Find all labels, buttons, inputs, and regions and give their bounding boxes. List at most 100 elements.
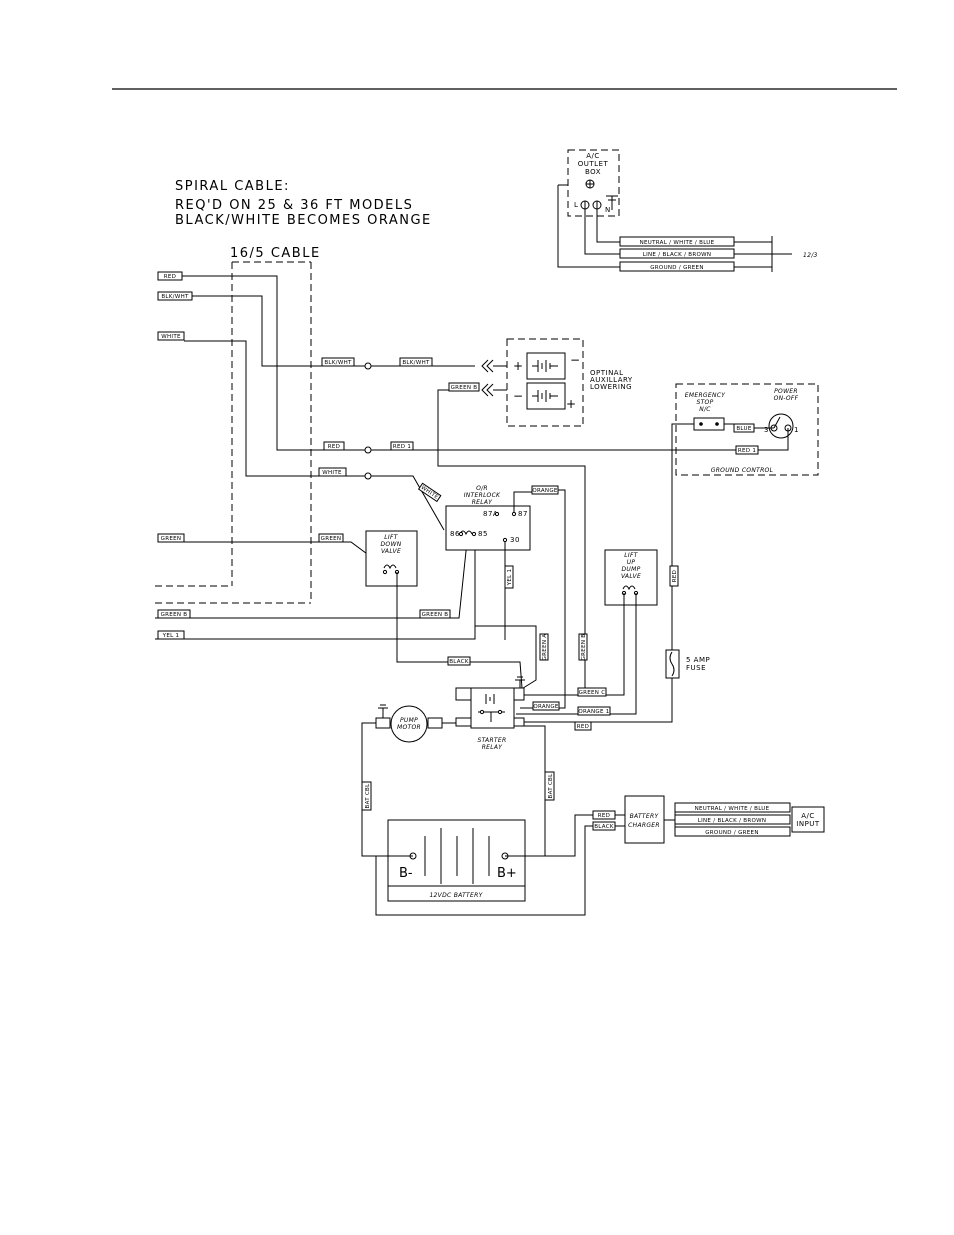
svg-text:DUMP: DUMP bbox=[621, 566, 640, 573]
battery-charger: BATTERY CHARGER bbox=[624, 795, 665, 844]
wire-label-red: RED bbox=[323, 441, 345, 451]
wire-label-red-charger: RED bbox=[592, 810, 616, 820]
svg-text:CHARGER: CHARGER bbox=[628, 822, 660, 829]
wire-white-input: WHITE bbox=[157, 331, 445, 531]
svg-text:+: + bbox=[566, 397, 576, 411]
svg-text:RED: RED bbox=[328, 444, 340, 450]
svg-text:LIFT: LIFT bbox=[384, 534, 398, 541]
svg-text:86: 86 bbox=[450, 530, 460, 538]
cable-16-5-label: 16/5 CABLE bbox=[230, 246, 321, 261]
svg-text:RELAY: RELAY bbox=[472, 499, 494, 506]
charger-wire-neutral: NEUTRAL / WHITE / BLUE bbox=[674, 802, 791, 813]
battery-pos-label: B+ bbox=[497, 866, 517, 881]
outlet-wire-ground: GROUND / GREEN bbox=[619, 261, 735, 272]
svg-text:INPUT: INPUT bbox=[796, 820, 820, 828]
wire-label-orange-starter: ORANGE bbox=[532, 701, 560, 711]
cable-12-3-label: 12/3 bbox=[803, 252, 818, 259]
svg-text:FUSE: FUSE bbox=[686, 664, 706, 672]
wire-label-blue: BLUE bbox=[733, 423, 755, 433]
svg-text:LINE / BLACK / BROWN: LINE / BLACK / BROWN bbox=[643, 252, 712, 258]
wire-label-red1: RED 1 bbox=[390, 441, 414, 451]
wire-label-greenb: GREEN B bbox=[419, 609, 451, 619]
charger-wire-ground: GROUND / GREEN bbox=[674, 826, 791, 837]
wire-label-greena: GREEN A bbox=[539, 633, 549, 661]
svg-text:MOTOR: MOTOR bbox=[397, 724, 421, 731]
svg-text:GROUND CONTROL: GROUND CONTROL bbox=[711, 467, 773, 474]
fuse-5-amp: 5 AMP FUSE bbox=[665, 649, 710, 679]
svg-text:RED: RED bbox=[577, 724, 589, 730]
wire-label-black-charger: BLACK bbox=[592, 821, 616, 831]
svg-text:GREEN C: GREEN C bbox=[579, 690, 606, 696]
svg-text:YEL 1: YEL 1 bbox=[162, 633, 180, 639]
svg-text:85: 85 bbox=[478, 530, 488, 538]
battery-label-panel bbox=[387, 885, 526, 902]
wire-label-batcbl-right: BAT CBL bbox=[544, 771, 555, 801]
spiral-cable-title: SPIRAL CABLE: bbox=[175, 179, 290, 194]
wire-greenb-input: GREEN B bbox=[155, 531, 469, 619]
wire-label-red1-gc: RED 1 bbox=[735, 445, 759, 455]
svg-text:GREEN B: GREEN B bbox=[581, 634, 587, 661]
wire-label-yel1-relay: YEL 1 bbox=[504, 565, 514, 589]
svg-text:+: + bbox=[513, 359, 523, 373]
svg-text:5 AMP: 5 AMP bbox=[686, 656, 710, 664]
wire-label-green: GREEN bbox=[318, 533, 344, 543]
svg-text:30: 30 bbox=[510, 536, 520, 544]
svg-text:GREEN: GREEN bbox=[321, 536, 342, 542]
ac-input: A/C INPUT bbox=[791, 806, 825, 833]
outlet-l-label: L bbox=[574, 201, 578, 209]
spiral-cable-line1: REQ'D ON 25 & 36 FT MODELS bbox=[175, 198, 413, 213]
lift-down-valve: LIFT DOWN VALVE bbox=[365, 530, 418, 587]
wire-label-black-valve: BLACK bbox=[447, 656, 471, 666]
svg-text:NEUTRAL / WHITE / BLUE: NEUTRAL / WHITE / BLUE bbox=[695, 806, 770, 812]
optional-aux-lowering: + − − + OPTINAL AUXILLARY LOWERING bbox=[506, 338, 633, 427]
svg-text:GROUND / GREEN: GROUND / GREEN bbox=[705, 830, 759, 836]
svg-text:GREEN: GREEN bbox=[161, 536, 182, 542]
wire-green-input: GREEN bbox=[157, 533, 387, 569]
wire-yel1-input: YEL 1 bbox=[155, 532, 476, 640]
svg-text:GREEN A: GREEN A bbox=[542, 634, 548, 661]
wire-label-orange1: ORANGE 1 bbox=[577, 706, 611, 716]
svg-text:−: − bbox=[570, 353, 580, 367]
svg-text:RED 1: RED 1 bbox=[738, 448, 756, 454]
svg-text:VALVE: VALVE bbox=[621, 573, 641, 580]
wire-red-input: RED bbox=[157, 271, 670, 451]
svg-text:WHITE: WHITE bbox=[322, 470, 342, 476]
wire-blkwht-input: BLK/WHT bbox=[157, 291, 475, 367]
wire-label-blkwht: BLK/WHT bbox=[321, 357, 355, 367]
svg-text:AUXILLARY: AUXILLARY bbox=[590, 376, 633, 384]
wire-label-batcbl-left: BAT CBL bbox=[361, 781, 372, 811]
charger-wire-line: LINE / BLACK / BROWN bbox=[674, 814, 791, 825]
wire-label-red-vertical: RED bbox=[669, 565, 679, 587]
svg-text:RELAY: RELAY bbox=[482, 744, 504, 751]
outlet-n-label: N bbox=[605, 206, 611, 214]
ground-control-enclosure: GROUND CONTROL bbox=[675, 383, 819, 476]
battery-12vdc: B- B+ bbox=[387, 819, 526, 889]
svg-text:BLACK: BLACK bbox=[594, 824, 614, 830]
svg-text:ORANGE: ORANGE bbox=[533, 704, 559, 710]
svg-text:BAT CBL: BAT CBL bbox=[548, 773, 554, 799]
svg-text:STOP: STOP bbox=[696, 399, 713, 406]
svg-text:BLK/WHT: BLK/WHT bbox=[161, 294, 189, 300]
svg-text:BLUE: BLUE bbox=[736, 426, 751, 432]
outlet-wire-line: LINE / BLACK / BROWN bbox=[619, 248, 735, 259]
svg-text:LINE / BLACK / BROWN: LINE / BLACK / BROWN bbox=[698, 818, 767, 824]
wire-label-white: WHITE bbox=[318, 467, 347, 477]
svg-text:87A: 87A bbox=[483, 510, 498, 518]
wire-label-red-starter: RED bbox=[574, 721, 592, 731]
svg-text:RED 1: RED 1 bbox=[393, 444, 411, 450]
svg-text:BATTERY: BATTERY bbox=[630, 813, 660, 820]
svg-text:N/C: N/C bbox=[699, 406, 711, 413]
svg-text:A/C: A/C bbox=[586, 152, 600, 160]
svg-text:STARTER: STARTER bbox=[478, 737, 507, 744]
svg-text:1: 1 bbox=[794, 426, 799, 434]
svg-text:RED: RED bbox=[672, 570, 678, 582]
battery-neg-label: B- bbox=[399, 866, 413, 881]
svg-text:EMERGENCY: EMERGENCY bbox=[685, 392, 726, 399]
svg-text:LOWERING: LOWERING bbox=[590, 383, 632, 391]
svg-text:BLK/WHT: BLK/WHT bbox=[324, 360, 352, 366]
svg-text:GREEN B: GREEN B bbox=[161, 612, 188, 618]
svg-text:ORANGE 1: ORANGE 1 bbox=[578, 709, 609, 715]
svg-text:OPTINAL: OPTINAL bbox=[590, 369, 624, 377]
